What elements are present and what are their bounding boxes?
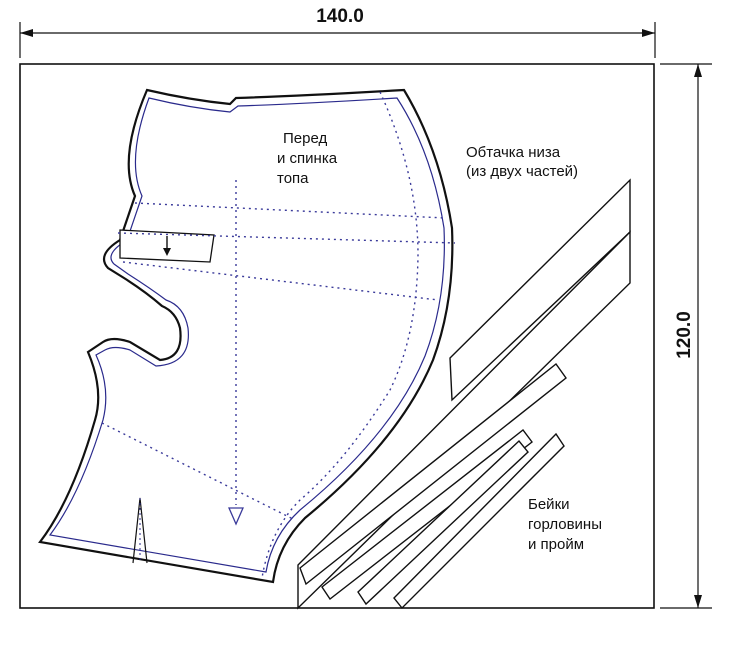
grain-arrow-head: [228, 507, 244, 526]
construction-lines: [101, 91, 456, 579]
height-dimension: [660, 63, 712, 609]
width-label: 140.0: [316, 6, 364, 27]
fabric-layout-frame: [19, 63, 655, 609]
hem-facing-label: Обтачка низа (из двух частей): [466, 144, 578, 180]
height-label: 120.0: [674, 311, 695, 359]
top-piece-label: Перед и спинка топа: [277, 130, 341, 187]
bindings-label: Бейки горловины и пройм: [528, 496, 606, 553]
top-front-back-piece: [38, 88, 454, 584]
width-dimension: [19, 22, 656, 58]
binding-strips: [299, 362, 567, 610]
